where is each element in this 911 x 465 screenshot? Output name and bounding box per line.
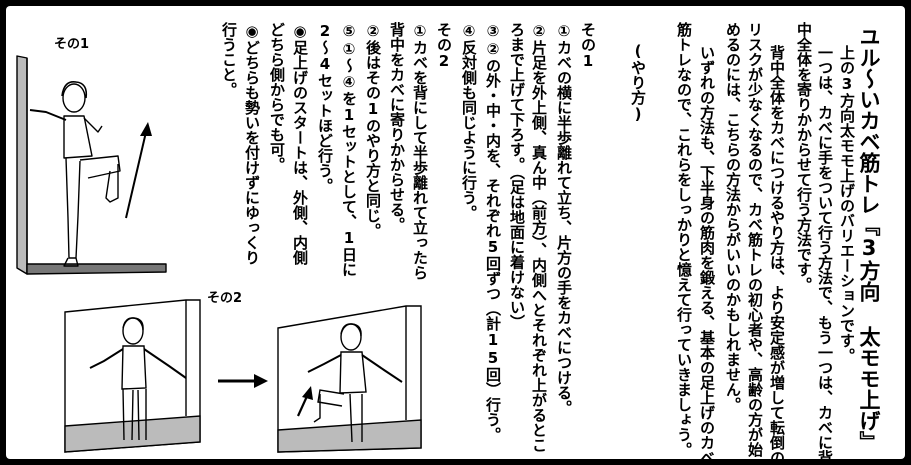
torso — [121, 345, 147, 390]
note-2-cont: 行うこと。 — [220, 22, 238, 97]
step-2-2: ②後はその1のやり方と同じ。 — [364, 22, 382, 238]
step-2-1: ①カベを背にして半歩離れて立ったら — [411, 22, 429, 280]
raised-shin — [313, 394, 321, 423]
section-heading-sono1: その1 — [579, 22, 597, 70]
title-text: ユル〜いカベ筋トレ『3方向 太モモ上げ』 — [857, 26, 881, 452]
legs — [122, 388, 147, 441]
step-2-1-cont: 背中をカベに寄りかからせる。 — [388, 22, 406, 232]
text-column-7: いずれの方法も、下半身の筋肉を鍛える、基本の足上げのカベ — [698, 45, 716, 459]
illustrations — [16, 55, 422, 453]
torso — [339, 351, 367, 394]
figure-1-label: その1 — [54, 37, 90, 52]
torso — [63, 115, 93, 159]
hair — [340, 323, 362, 337]
text-column-2: 一つは、カベに手をついて行う方法で、もう一つは、カベに背 — [816, 45, 834, 459]
up-arrow-icon — [125, 122, 152, 219]
arm-to-wall — [29, 109, 67, 121]
right-arm — [361, 354, 403, 383]
floor-right — [277, 419, 422, 453]
right-arm — [143, 348, 187, 379]
step-1-2-cont: ろまで上げて下ろす。（足は地面に着けない） — [508, 22, 526, 330]
raised-thigh — [79, 155, 121, 179]
wall-panel — [16, 55, 28, 275]
text-column-6: めるのには、こちらの方法からがいいのかもしれません。 — [724, 22, 742, 412]
text-column-8: 筋トレなので、これらをしっかりと憶えて行っていきましょう。 — [675, 22, 693, 457]
note-2: ◉どちらも勢いを付けずにゆっくり — [243, 22, 261, 265]
page-title: ユル〜いカベ筋トレ『3方向 太モモ上げ』2 — [857, 26, 881, 459]
figure-1-illustration — [16, 55, 167, 275]
feet — [63, 257, 79, 267]
head — [62, 83, 86, 113]
raised-shin — [105, 164, 119, 203]
note-1-cont: どちら側からでも可。 — [268, 22, 286, 172]
step-1-4: ④反対側も同じように行う。 — [460, 22, 478, 220]
arm-down — [83, 117, 103, 133]
step-1-2: ②片足を外上側、真ん中（前方）、内側へとそれぞれ上がるとこ — [530, 22, 548, 453]
step-set-cont: 2〜4セットほど行う。 — [316, 22, 334, 193]
hair — [122, 317, 144, 331]
hair — [61, 80, 88, 99]
raised-leg — [317, 389, 345, 407]
figure-2-right-illustration — [277, 305, 422, 453]
standing-leg — [65, 157, 81, 259]
left-arm — [89, 348, 124, 369]
step-set: ⑤①〜④を1セットとして、1日に — [340, 22, 358, 277]
section-heading-sono2: その2 — [435, 22, 453, 70]
figure-2-left-illustration — [64, 299, 201, 453]
left-arm — [307, 354, 342, 373]
section-heading-how-to: (やり方) — [629, 42, 647, 123]
text-column-1: 上の3方向太モモ上げのバリエーションです。 — [838, 45, 856, 363]
standing-leg — [349, 393, 363, 443]
text-column-3: 中全体を寄りかからせて行う方法です。 — [795, 22, 813, 292]
note-1: ◉足上げのスタートは、外側、内側 — [291, 22, 309, 265]
step-1-1: ①カベの横に半歩離れて立ち、片方の手をカベにつける。 — [555, 22, 573, 415]
floor — [26, 263, 167, 275]
text-column-5: リスクが少なくなるので、カベ筋トレの初心者や、高齢の方が始 — [746, 22, 764, 457]
instruction-card: ユル〜いカベ筋トレ『3方向 太モモ上げ』2 上の3方向太モモ上げのバリエーション… — [6, 6, 905, 459]
text-column-4: 背中全体をカベにつけるやり方は、より安定感が増して転倒の — [768, 45, 786, 459]
right-arrow-icon — [218, 374, 268, 388]
up-arrow-small-icon — [296, 386, 313, 417]
step-1-3: ③②の外・中・内を、それぞれ5回ずつ（計15回）行う。 — [484, 22, 502, 442]
figure-2-label: その2 — [207, 291, 243, 306]
